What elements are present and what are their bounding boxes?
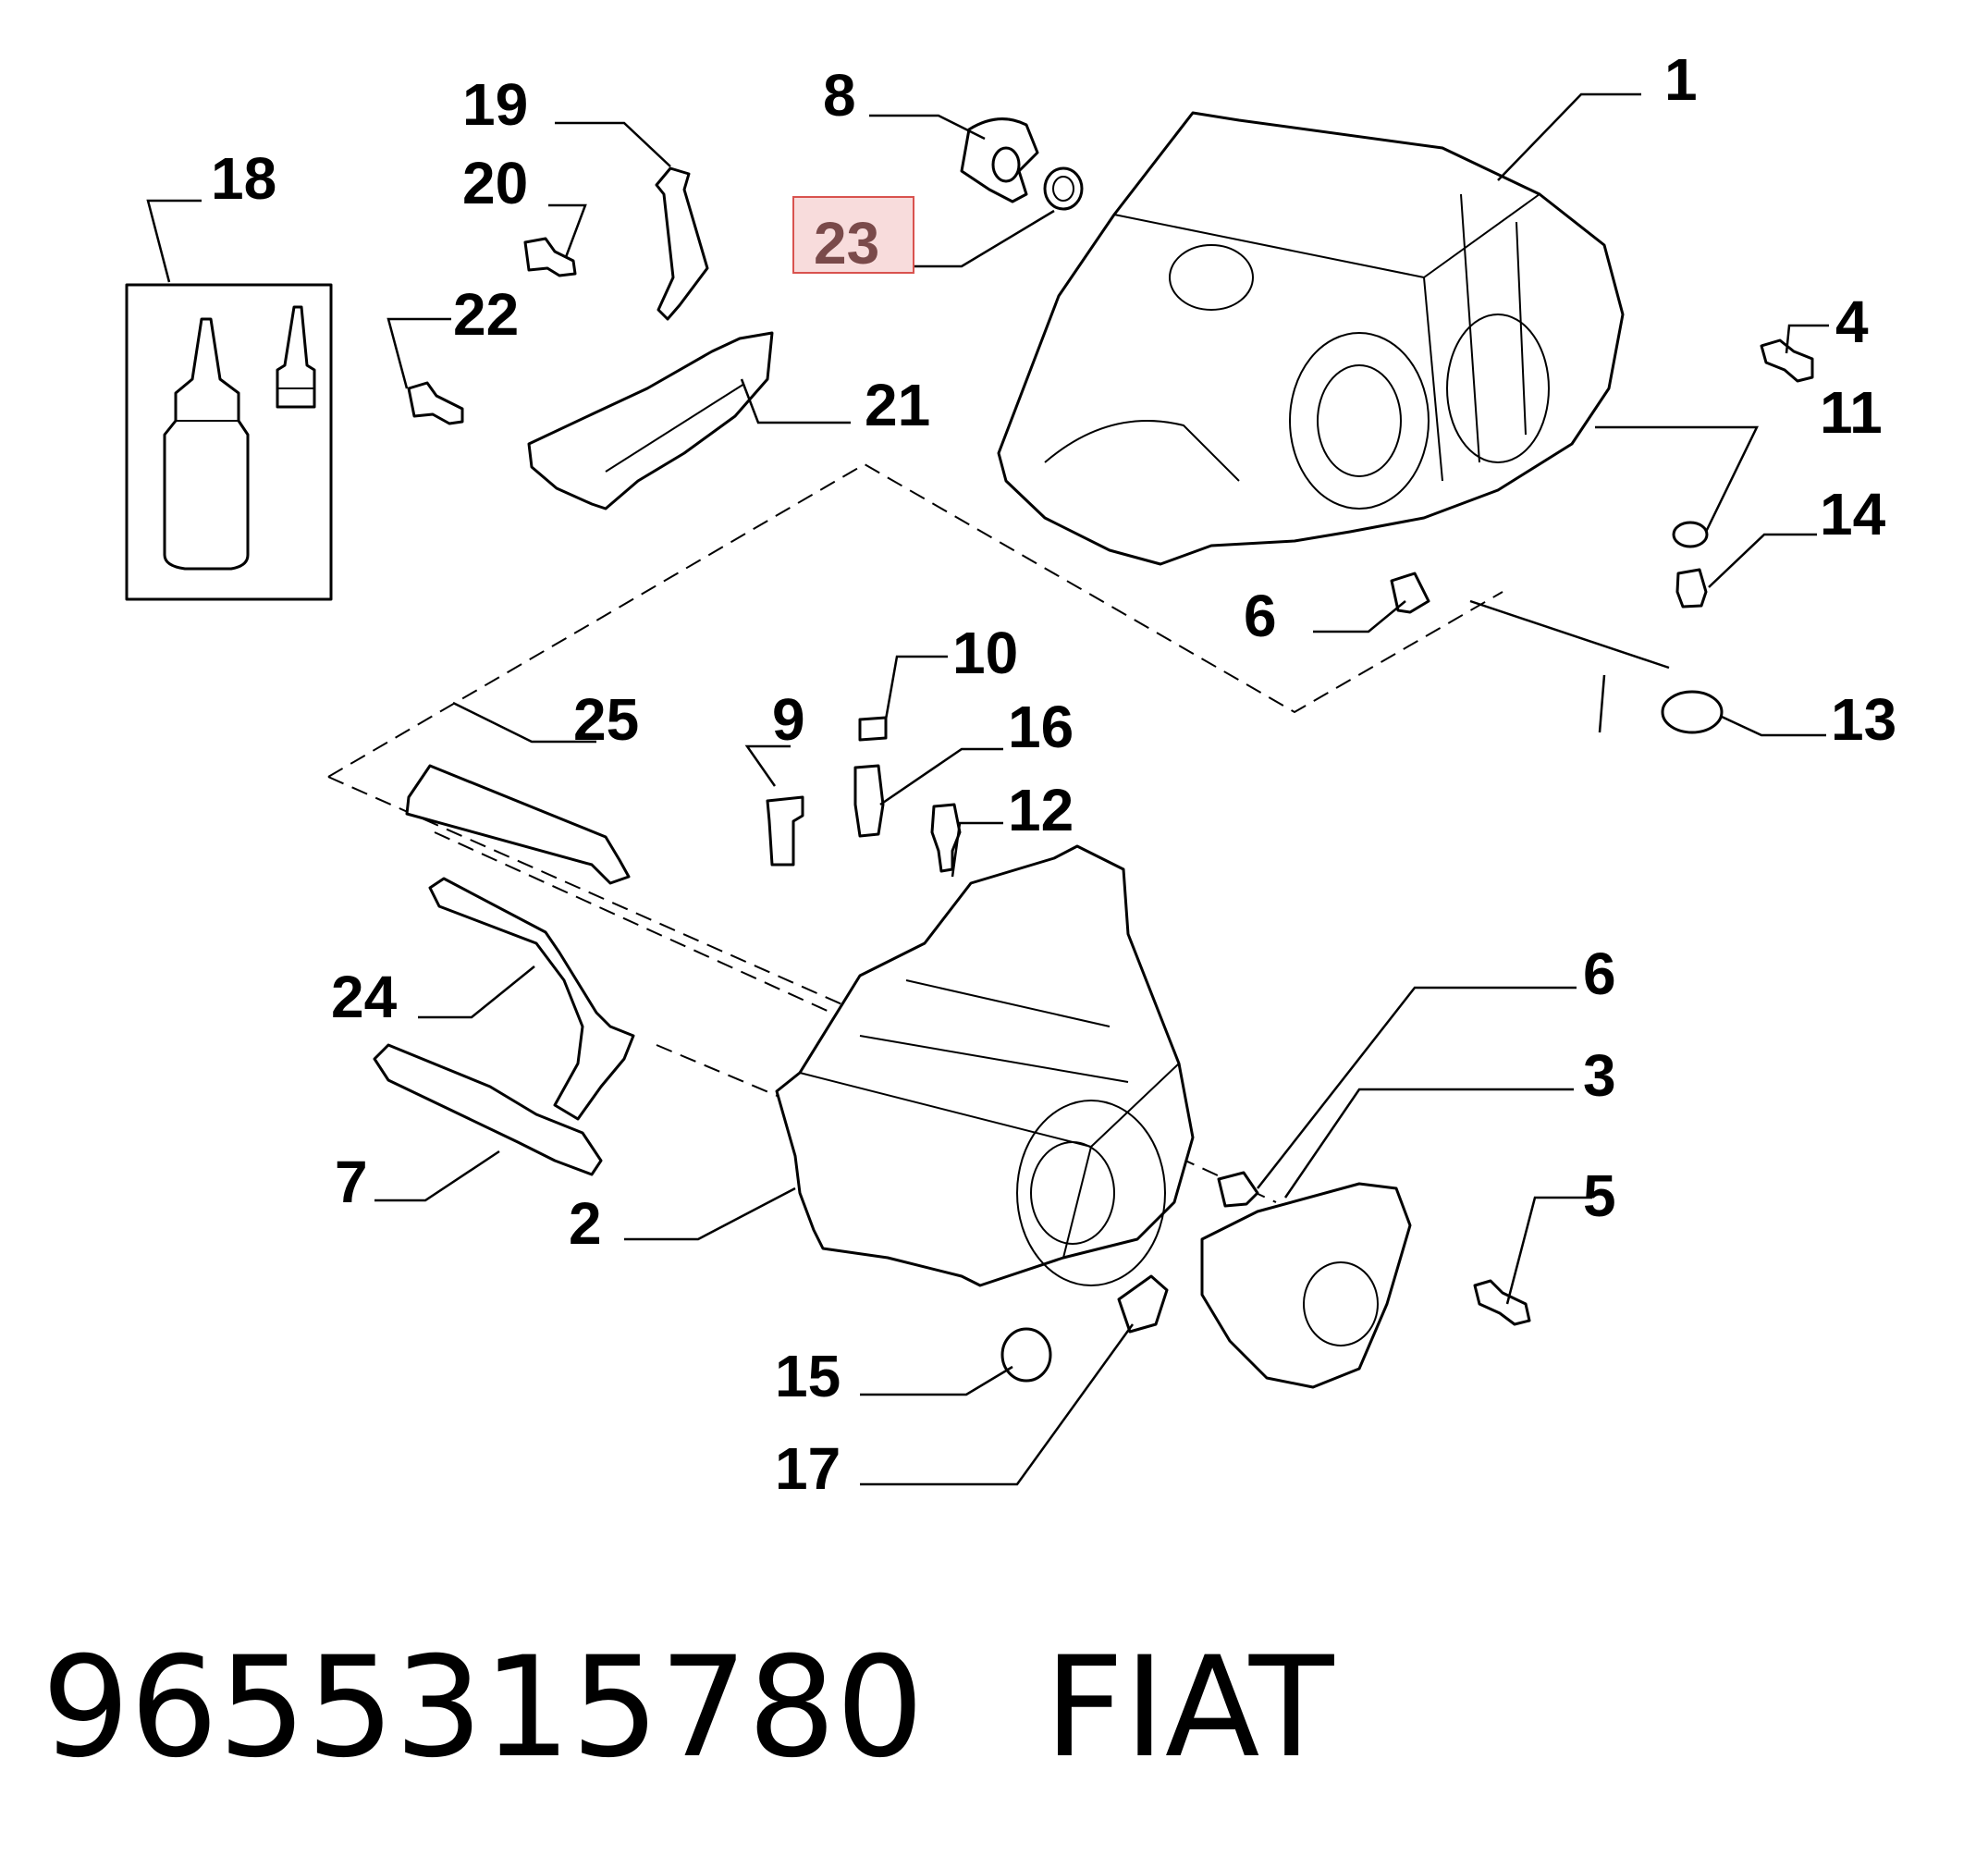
leader-lines — [146, 92, 1829, 1486]
callout-6-upper[interactable]: 6 — [1244, 583, 1277, 649]
callout-1[interactable]: 1 — [1664, 46, 1698, 113]
callout-14[interactable]: 14 — [1820, 481, 1886, 547]
callout-21[interactable]: 21 — [865, 372, 930, 438]
callout-22[interactable]: 22 — [453, 281, 519, 348]
callout-17[interactable]: 17 — [775, 1435, 841, 1502]
fork-drawing — [428, 877, 635, 1121]
callout-13[interactable]: 13 — [1831, 686, 1896, 753]
callout-2[interactable]: 2 — [569, 1190, 602, 1257]
callout-25[interactable]: 25 — [573, 686, 639, 753]
callout-15[interactable]: 15 — [775, 1343, 841, 1409]
callout-20[interactable]: 20 — [462, 150, 528, 216]
part-number: 9655315780 — [42, 1628, 925, 1789]
callout-7[interactable]: 7 — [335, 1149, 368, 1215]
brand-name: FIAT — [1044, 1628, 1334, 1789]
rail-drawing — [405, 764, 631, 885]
lower-small-parts-drawing — [1000, 1171, 1259, 1383]
callout-8[interactable]: 8 — [823, 62, 856, 129]
callout-16[interactable]: 16 — [1008, 694, 1074, 760]
callout-24[interactable]: 24 — [331, 964, 398, 1030]
right-bolts-drawing — [1473, 338, 1814, 1326]
callout-labels: 1 2 3 4 5 6 6 7 8 9 10 11 12 13 14 15 16… — [211, 46, 1896, 1502]
callout-11[interactable]: 11 — [1820, 379, 1883, 446]
part-caption: 9655315780 FIAT — [42, 1628, 1333, 1789]
callout-18[interactable]: 18 — [211, 145, 276, 212]
callout-12[interactable]: 12 — [1008, 777, 1074, 843]
collar-drawing — [960, 117, 1084, 211]
adhesive-kit-drawing — [125, 283, 333, 601]
shield-drawing — [527, 331, 774, 510]
small-bolts-drawing — [407, 237, 577, 425]
callout-10[interactable]: 10 — [952, 620, 1018, 686]
clutch-housing-drawing — [997, 111, 1625, 566]
highlight-box-23 — [792, 196, 914, 274]
callout-5[interactable]: 5 — [1583, 1162, 1616, 1229]
gearbox-housing-drawing — [775, 844, 1195, 1287]
callout-6-lower[interactable]: 6 — [1583, 941, 1616, 1007]
callout-9[interactable]: 9 — [772, 686, 805, 753]
callout-4[interactable]: 4 — [1835, 289, 1869, 355]
cover-drawing — [1200, 1182, 1412, 1389]
lower-rail-drawing — [373, 1043, 603, 1176]
bracket-drawing — [655, 166, 709, 321]
callout-19[interactable]: 19 — [462, 71, 528, 138]
small-parts-right-drawing — [1390, 521, 1724, 734]
callout-3[interactable]: 3 — [1583, 1042, 1616, 1109]
sensors-drawing — [766, 716, 962, 873]
callout-23[interactable]: 23 — [814, 210, 879, 277]
